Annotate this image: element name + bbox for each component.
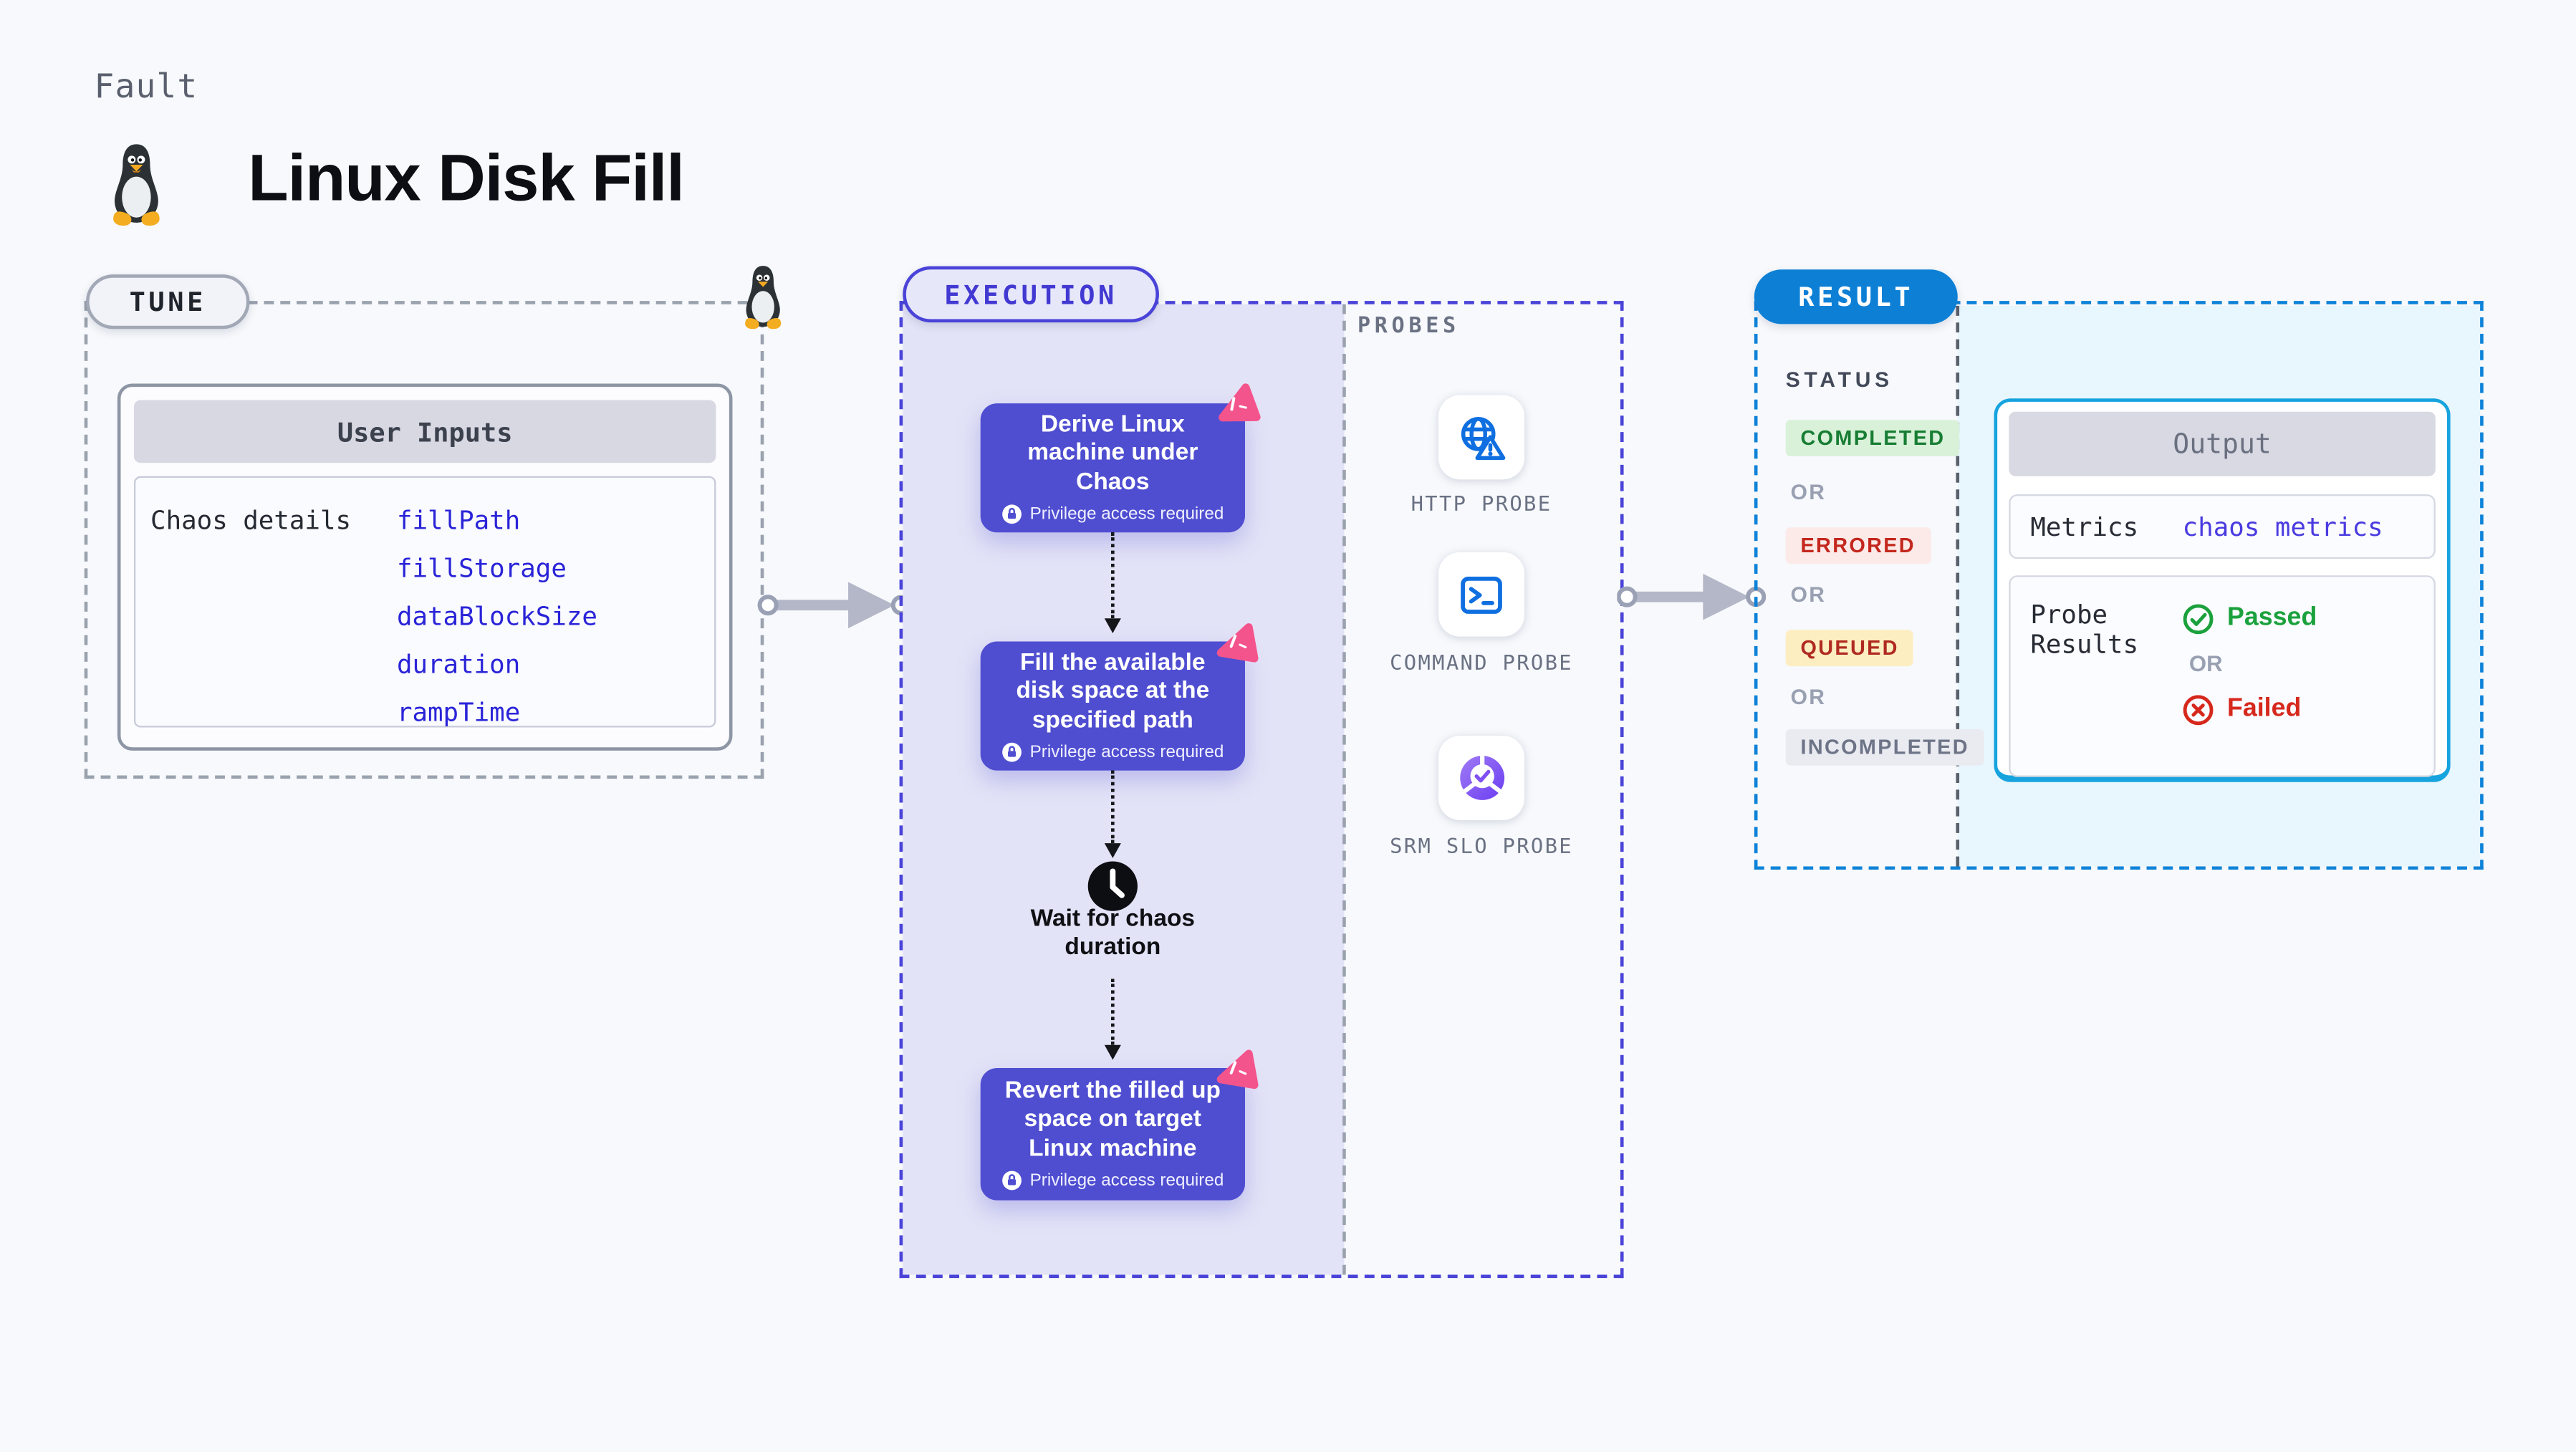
srm-slo-probe-card xyxy=(1438,736,1525,820)
check-circle-icon xyxy=(2183,603,2214,634)
globe-alert-icon xyxy=(1461,415,1506,459)
command-probe-label: COMMAND PROBE xyxy=(1390,650,1573,675)
status-badge-completed: COMPLETED xyxy=(1785,420,1961,457)
flow-connector xyxy=(1111,532,1115,619)
chaos-details-label: Chaos details xyxy=(150,506,352,536)
result-status-divider xyxy=(1956,304,1960,866)
privilege-row: Privilege access required xyxy=(1001,1171,1224,1191)
flow-connector-arrowhead xyxy=(1104,618,1121,633)
output-card: Output Metrics chaos metrics Probe Resul… xyxy=(1994,398,2451,782)
result-section-label: RESULT xyxy=(1754,269,1958,324)
privilege-note: Privilege access required xyxy=(1029,742,1224,763)
failed-label: Failed xyxy=(2226,694,2302,723)
page-title: Linux Disk Fill xyxy=(248,142,685,216)
privilege-note: Privilege access required xyxy=(1029,504,1224,525)
metrics-row: Metrics chaos metrics xyxy=(2009,494,2436,559)
param-fillpath[interactable]: fillPath xyxy=(396,506,521,536)
chaos-litmus-icon xyxy=(1216,623,1259,663)
srm-slo-probe-label: SRM SLO PROBE xyxy=(1390,833,1573,858)
tune-section-label: TUNE xyxy=(86,274,250,330)
param-ramptime[interactable]: rampTime xyxy=(396,698,521,728)
flow-connector xyxy=(1111,770,1115,844)
passed-row: Passed xyxy=(2183,602,2317,635)
tune-section-frame xyxy=(84,301,764,779)
output-card-header: Output xyxy=(2009,411,2436,476)
probe-results-row: Probe Results Passed OR Failed xyxy=(2009,575,2436,777)
privilege-row: Privilege access required xyxy=(1001,504,1224,525)
execution-section-label: EXECUTION xyxy=(903,266,1159,323)
step-title: Fill the available disk space at the spe… xyxy=(1016,649,1210,734)
privilege-note: Privilege access required xyxy=(1029,1170,1224,1191)
flow-connector-arrowhead xyxy=(1104,843,1121,858)
param-datablocksize[interactable]: dataBlockSize xyxy=(396,602,597,632)
status-column-label: STATUS xyxy=(1785,367,1893,393)
result-section-frame xyxy=(1754,301,2484,870)
step-revert-space: Revert the filled up space on target Lin… xyxy=(980,1068,1245,1201)
fault-kicker: Fault xyxy=(94,66,198,106)
flow-connector xyxy=(1111,979,1115,1045)
param-fillstorage[interactable]: fillStorage xyxy=(396,554,567,584)
execution-probes-divider xyxy=(1342,304,1346,1275)
metrics-label: Metrics xyxy=(2030,511,2139,542)
probe-or-separator: OR xyxy=(2188,651,2223,677)
lock-icon xyxy=(1001,743,1022,763)
status-badge-queued: QUEUED xyxy=(1785,630,1914,667)
status-or-separator: OR xyxy=(1790,684,1827,710)
status-or-separator: OR xyxy=(1790,479,1827,504)
x-circle-icon xyxy=(2183,694,2214,725)
wait-step-title: Wait for chaos duration xyxy=(1030,905,1196,960)
user-inputs-header: User Inputs xyxy=(133,400,716,463)
step-title: Revert the filled up space on target Lin… xyxy=(1004,1077,1221,1163)
lock-icon xyxy=(1001,505,1022,524)
command-probe-card xyxy=(1438,552,1525,637)
param-duration[interactable]: duration xyxy=(396,650,521,680)
user-inputs-body: Chaos details fillPath fillStorage dataB… xyxy=(133,476,716,728)
privilege-row: Privilege access required xyxy=(1001,743,1224,763)
probe-results-values: Passed OR Failed xyxy=(2183,577,2317,776)
failed-row: Failed xyxy=(2183,693,2317,726)
passed-label: Passed xyxy=(2226,603,2317,632)
status-badge-incompleted: INCOMPLETED xyxy=(1785,729,1984,766)
http-probe-label: HTTP PROBE xyxy=(1410,491,1552,516)
tux-penguin-corner-icon xyxy=(745,266,782,330)
probes-section-label: PROBES xyxy=(1357,314,1460,340)
step-title: Derive Linux machine under Chaos xyxy=(1027,411,1198,496)
user-inputs-card: User Inputs Chaos details fillPath fillS… xyxy=(117,383,733,751)
http-probe-card xyxy=(1438,395,1525,480)
chaos-litmus-icon xyxy=(1219,383,1261,422)
probe-results-label: Probe Results xyxy=(2030,600,2139,660)
clock-icon xyxy=(1087,861,1138,911)
step-derive-machine: Derive Linux machine under Chaos Privile… xyxy=(980,403,1245,533)
tune-to-execution-arrow xyxy=(757,582,911,629)
lock-icon xyxy=(1001,1171,1022,1191)
chaos-litmus-icon xyxy=(1216,1049,1259,1090)
step-fill-disk: Fill the available disk space at the spe… xyxy=(980,641,1245,771)
metrics-value-link[interactable]: chaos metrics xyxy=(2182,511,2383,542)
status-badge-errored: ERRORED xyxy=(1785,527,1931,564)
terminal-icon xyxy=(1461,575,1502,613)
tux-penguin-icon xyxy=(113,144,160,226)
execution-to-result-arrow xyxy=(1617,573,1767,620)
status-or-separator: OR xyxy=(1790,582,1827,607)
execution-section-frame xyxy=(899,301,1624,1279)
slo-donut-icon xyxy=(1459,754,1504,800)
flow-connector-arrowhead xyxy=(1104,1044,1121,1060)
